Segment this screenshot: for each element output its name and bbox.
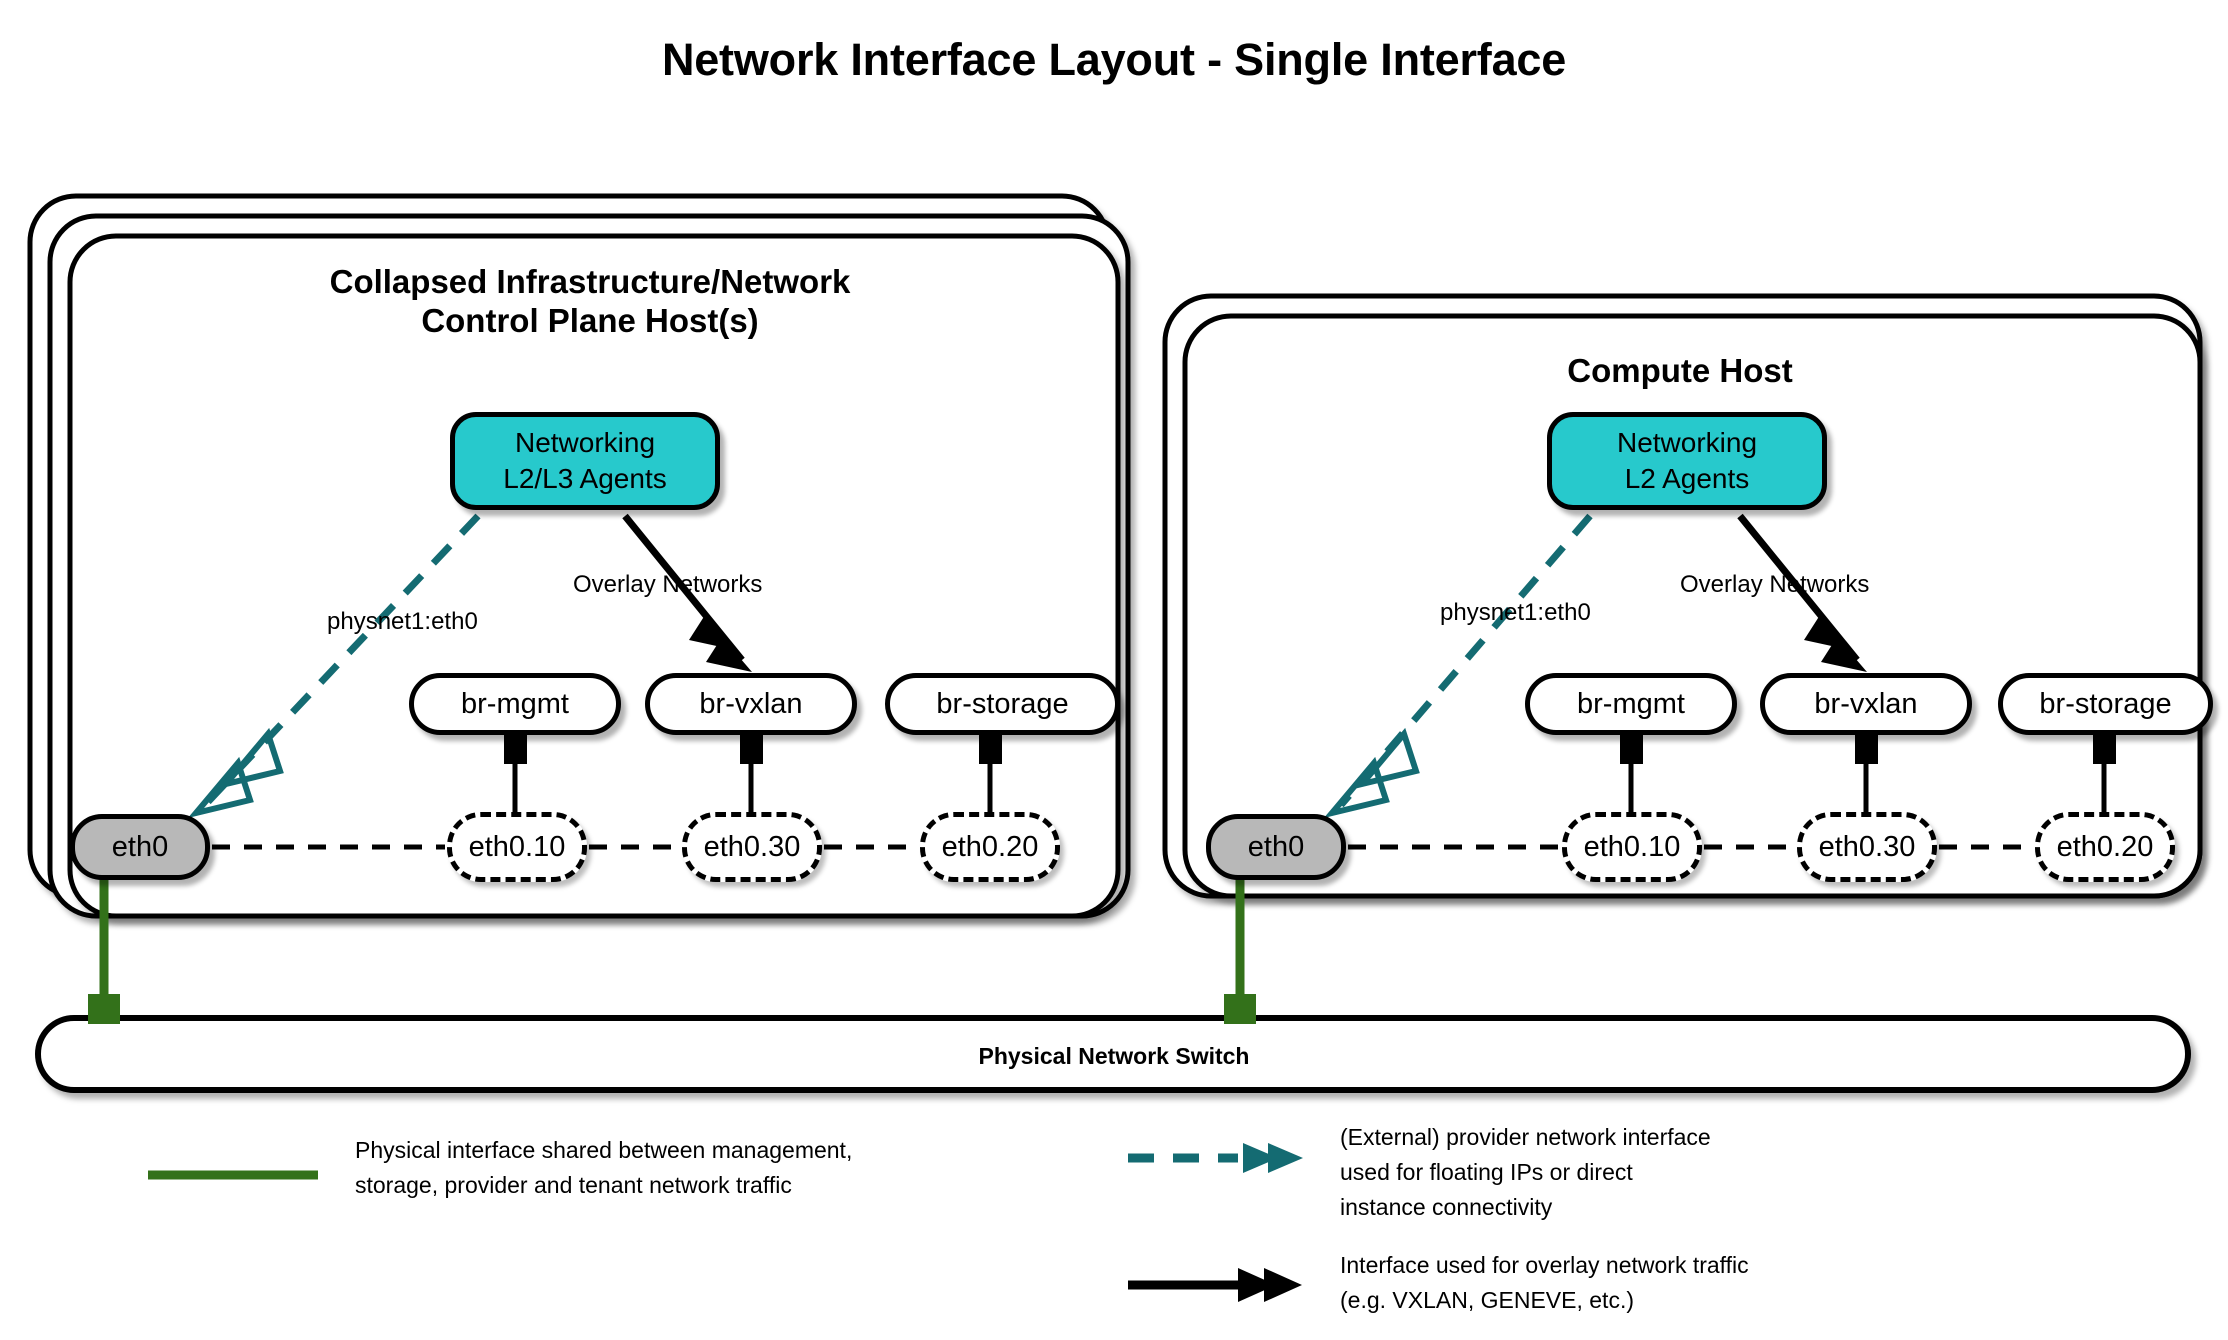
physical-link-compute xyxy=(1224,876,1256,1024)
bridge-port-blocks-control-plane xyxy=(504,734,1002,764)
bridge-br-mgmt-control-plane[interactable]: br-mgmt xyxy=(409,673,621,735)
vlan-interface-eth0-30-compute[interactable]: eth0.30 xyxy=(1797,812,1937,882)
provider-network-link-control-plane xyxy=(187,513,481,819)
networking-agents-box-compute[interactable]: Networking L2 Agents xyxy=(1547,412,1827,510)
agent-label-line2: L2/L3 Agents xyxy=(503,463,667,494)
overlay-network-link-compute xyxy=(1737,513,1867,672)
legend-label-provider-interface: (External) provider network interface us… xyxy=(1340,1124,1711,1220)
vlan-interface-eth0-10-compute[interactable]: eth0.10 xyxy=(1562,812,1702,882)
bridge-br-storage-compute[interactable]: br-storage xyxy=(1998,673,2213,735)
legend-swatch-overlay-interface xyxy=(1128,1268,1302,1302)
physical-network-switch xyxy=(35,1015,2191,1093)
host-card-stack-control-plane xyxy=(27,193,1131,919)
overlay-network-link-control-plane xyxy=(622,513,752,672)
agent-label-line1: Networking xyxy=(514,426,656,458)
vlan-interface-eth0-10-control-plane[interactable]: eth0.10 xyxy=(447,812,587,882)
agent-label-line1: Networking xyxy=(1616,426,1758,458)
bridge-br-mgmt-compute[interactable]: br-mgmt xyxy=(1525,673,1737,735)
legend-label-overlay-interface: Interface used for overlay network traff… xyxy=(1340,1252,1749,1313)
bridge-br-vxlan-control-plane[interactable]: br-vxlan xyxy=(645,673,857,735)
vlan-interface-eth0-30-control-plane[interactable]: eth0.30 xyxy=(682,812,822,882)
provider-network-link-compute xyxy=(1323,513,1593,819)
host-card-stack-compute xyxy=(1162,293,2203,899)
vlan-interface-eth0-20-compute[interactable]: eth0.20 xyxy=(2035,812,2175,882)
physical-nic-eth0-compute[interactable]: eth0 xyxy=(1206,814,1346,880)
physical-link-control-plane xyxy=(88,876,120,1024)
bridge-br-storage-control-plane[interactable]: br-storage xyxy=(885,673,1120,735)
bridge-port-blocks-compute xyxy=(1620,734,2116,764)
networking-agents-box-control-plane[interactable]: Networking L2/L3 Agents xyxy=(450,412,720,510)
vlan-interface-eth0-20-control-plane[interactable]: eth0.20 xyxy=(920,812,1060,882)
legend-label-physical-interface: Physical interface shared between manage… xyxy=(355,1137,853,1198)
bridge-br-vxlan-compute[interactable]: br-vxlan xyxy=(1760,673,1972,735)
legend-swatch-provider-interface xyxy=(1128,1143,1303,1173)
physical-nic-eth0-control-plane[interactable]: eth0 xyxy=(70,814,210,880)
agent-label-line2: L2 Agents xyxy=(1624,463,1750,494)
